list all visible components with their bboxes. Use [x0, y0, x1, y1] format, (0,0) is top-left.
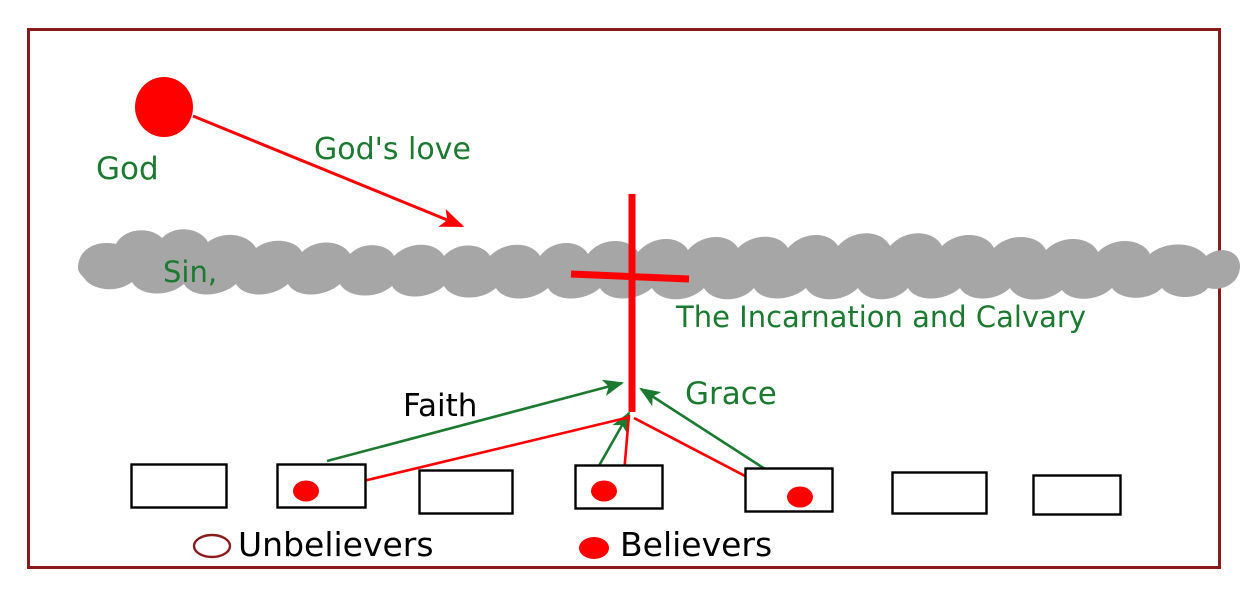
person-box-outline: [418, 469, 514, 515]
person-box[interactable]: [130, 463, 228, 509]
believers-legend-label: Believers: [620, 525, 773, 564]
believer-dot-icon: [293, 480, 319, 502]
person-box-outline: [891, 471, 988, 515]
faith-label: Faith: [403, 388, 478, 424]
grace-label: Grace: [685, 376, 777, 412]
person-box[interactable]: [574, 464, 664, 510]
person-box[interactable]: [744, 467, 834, 513]
person-box[interactable]: [418, 469, 514, 515]
person-box[interactable]: [276, 463, 367, 509]
faith-arrow-box2: [326, 379, 625, 463]
gods-love-arrow: [192, 114, 465, 228]
grace-arrow-box2: [327, 415, 631, 493]
person-box-outline: [1032, 474, 1122, 516]
god-label: God: [96, 151, 159, 187]
gods-love-label: God's love: [314, 132, 471, 167]
god-circle-icon: [135, 77, 193, 137]
person-box-outline: [276, 463, 367, 509]
person-box-outline: [130, 463, 228, 509]
incarnation-calvary-label: The Incarnation and Calvary: [676, 300, 1087, 334]
person-box[interactable]: [891, 471, 988, 515]
person-box-outline: [574, 464, 664, 510]
believer-dot-icon: [579, 537, 609, 559]
believer-dot-icon: [787, 486, 813, 508]
faith-arrow-box5: [639, 387, 766, 471]
believer-dot-icon: [591, 480, 617, 502]
people-boxes-layer: [130, 463, 1122, 516]
cross-icon: [570, 194, 690, 412]
unbeliever-ring-icon: [192, 533, 232, 559]
sin-label: Sin,: [163, 255, 218, 289]
outer-frame: [27, 28, 1221, 569]
sin-band: [78, 229, 1240, 300]
person-box[interactable]: [1032, 474, 1122, 516]
person-box-outline: [744, 467, 834, 513]
unbelievers-legend-label: Unbelievers: [238, 525, 434, 564]
